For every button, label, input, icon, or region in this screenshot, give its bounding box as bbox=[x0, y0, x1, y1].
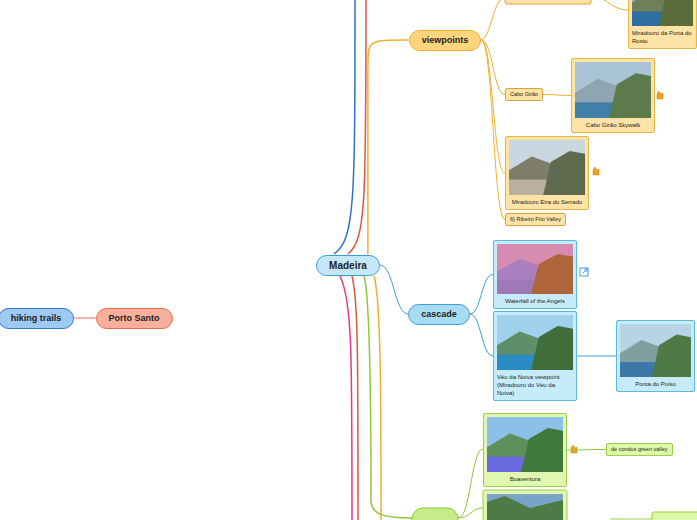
image-box: Miradouro Eira do Serrado bbox=[505, 136, 589, 210]
photo bbox=[620, 324, 691, 377]
photo bbox=[575, 62, 651, 118]
node-label: cascade bbox=[421, 305, 457, 324]
branch-line bbox=[480, 0, 505, 40]
node-label: Boaventura bbox=[487, 472, 563, 483]
node-label: Waterfall of the Angels bbox=[497, 294, 573, 305]
cut-off-topic bbox=[412, 508, 458, 520]
branch-line bbox=[458, 508, 483, 518]
image-box: Cabo Girão Skywalk bbox=[571, 58, 655, 133]
node-label: 6) Ribeiro Frio Valley bbox=[510, 216, 561, 223]
connector bbox=[577, 356, 616, 357]
branch-line bbox=[348, 0, 366, 254]
photo bbox=[487, 417, 563, 472]
tag-box: 6) Ribeiro Frio Valley bbox=[505, 213, 566, 226]
node-label: Cabo Girão Skywalk bbox=[575, 118, 651, 129]
tag-box: Cabo Girão bbox=[505, 88, 543, 101]
photo bbox=[509, 140, 585, 195]
node-label: Ponta do Poiso bbox=[620, 377, 691, 388]
note-icon bbox=[657, 91, 663, 99]
photo bbox=[609, 73, 651, 118]
node-label: Madeira bbox=[329, 256, 367, 275]
cut-off-tag bbox=[652, 512, 697, 520]
branch-line bbox=[458, 449, 483, 518]
connector bbox=[567, 449, 606, 451]
cut-off-tag bbox=[505, 0, 591, 4]
photo bbox=[659, 0, 693, 26]
branch-line bbox=[334, 0, 355, 254]
photo bbox=[632, 0, 693, 26]
photo bbox=[652, 335, 691, 377]
cut-off-image-box bbox=[483, 490, 567, 520]
topic-pill: Porto Santo bbox=[96, 308, 173, 329]
photo bbox=[497, 244, 573, 294]
node-label: Cabo Girão bbox=[510, 91, 538, 98]
node-label: de condus green valley bbox=[611, 446, 668, 453]
note-icon bbox=[593, 167, 599, 175]
photo bbox=[521, 428, 563, 472]
image-box: Miradouro da Porta do Rosto bbox=[628, 0, 697, 49]
branch-line bbox=[352, 276, 358, 520]
connector bbox=[368, 40, 409, 255]
connector bbox=[543, 95, 571, 96]
photo bbox=[497, 315, 573, 370]
photo bbox=[632, 0, 693, 26]
photo bbox=[543, 151, 585, 195]
image-box: Ponta do Poiso bbox=[616, 320, 695, 392]
node-label: Miradouro Eira do Serrado bbox=[509, 195, 585, 206]
tag-box: de condus green valley bbox=[606, 443, 673, 456]
photo bbox=[487, 417, 563, 472]
photo bbox=[531, 254, 573, 294]
note-icon bbox=[571, 445, 577, 453]
branch-line bbox=[374, 276, 381, 520]
photo bbox=[509, 140, 585, 195]
photo bbox=[497, 315, 573, 370]
image-box: Boaventura bbox=[483, 413, 567, 487]
link-icon bbox=[580, 268, 588, 276]
connector bbox=[470, 314, 493, 356]
image-box: Waterfall of the Angels bbox=[493, 240, 577, 309]
connector bbox=[481, 40, 505, 173]
connector bbox=[470, 275, 493, 315]
central-topic: Madeira bbox=[316, 255, 380, 276]
node-label: Porto Santo bbox=[109, 309, 160, 328]
topic-pill: cascade bbox=[408, 304, 470, 325]
note-icon bbox=[657, 91, 663, 99]
connector bbox=[481, 40, 505, 220]
connector bbox=[380, 265, 408, 314]
topic-pill: viewpoints bbox=[409, 30, 482, 51]
note-icon bbox=[593, 167, 599, 175]
connector bbox=[481, 40, 505, 95]
link-icon bbox=[583, 269, 587, 273]
photo bbox=[575, 62, 651, 118]
branch-line bbox=[591, 0, 628, 10]
link-icon bbox=[580, 268, 588, 276]
photo bbox=[620, 324, 691, 377]
branch-line bbox=[340, 276, 352, 520]
image-box: Véu da Noiva viewpoint (Miradouro do Véu… bbox=[493, 311, 577, 401]
note-icon bbox=[571, 445, 577, 453]
topic-pill: hiking trails bbox=[0, 308, 74, 329]
node-label: hiking trails bbox=[11, 309, 62, 328]
node-label: viewpoints bbox=[422, 31, 469, 50]
branch-line bbox=[610, 519, 652, 520]
connector bbox=[74, 318, 95, 319]
photo bbox=[487, 494, 563, 520]
node-label: Véu da Noiva viewpoint (Miradouro do Véu… bbox=[497, 370, 573, 397]
photo bbox=[531, 326, 573, 370]
photo bbox=[497, 244, 573, 294]
photo bbox=[487, 496, 563, 520]
node-label: Miradouro da Porta do Rosto bbox=[632, 26, 693, 45]
